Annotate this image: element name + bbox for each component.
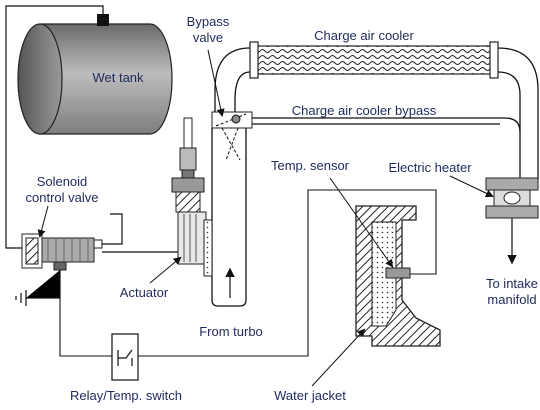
ground-symbol — [15, 270, 61, 306]
wet-tank-label: Wet tank — [92, 70, 144, 85]
cooler-pipe — [214, 47, 539, 180]
bypass-valve: Bypass valve — [187, 14, 253, 161]
turbo-inlet-pipe: From turbo — [199, 128, 263, 339]
charge-air-cooler: Charge air cooler — [249, 28, 499, 79]
temp-sensor-label: Temp. sensor — [271, 158, 350, 173]
tank-fitting — [97, 14, 109, 26]
bypass-valve-label-line1: Bypass — [187, 14, 230, 29]
bypass-pipe: Charge air cooler bypass — [250, 103, 521, 133]
solenoid-control-valve: Solenoid control valve — [21, 174, 103, 271]
solenoid-label-line2: control valve — [26, 190, 99, 205]
relay-temp-switch: Relay/Temp. switch — [70, 333, 182, 403]
charge-air-cooler-bypass-label: Charge air cooler bypass — [292, 103, 437, 118]
bypass-valve-label-line2: valve — [193, 30, 223, 45]
water-jacket-label: Water jacket — [274, 388, 346, 403]
wet-tank: Wet tank — [17, 14, 173, 135]
air-line-solenoid-to-actuator — [102, 213, 178, 253]
to-intake: To intake manifold — [486, 218, 538, 307]
charge-air-cooler-label: Charge air cooler — [314, 28, 414, 43]
temp-sensor: Temp. sensor — [271, 158, 411, 279]
to-intake-label-line2: manifold — [487, 292, 536, 307]
solenoid-label-line1: Solenoid — [37, 174, 88, 189]
electric-heater: Electric heater — [388, 160, 539, 219]
from-turbo-label: From turbo — [199, 324, 263, 339]
actuator-label: Actuator — [120, 285, 169, 300]
electric-heater-label: Electric heater — [388, 160, 472, 175]
air-line-tank-to-solenoid — [5, 5, 104, 249]
to-intake-label-line1: To intake — [486, 276, 538, 291]
actuator: Actuator — [120, 117, 213, 300]
water-jacket: Water jacket — [274, 205, 441, 403]
wiring — [59, 189, 437, 357]
relay-switch-label: Relay/Temp. switch — [70, 388, 182, 403]
